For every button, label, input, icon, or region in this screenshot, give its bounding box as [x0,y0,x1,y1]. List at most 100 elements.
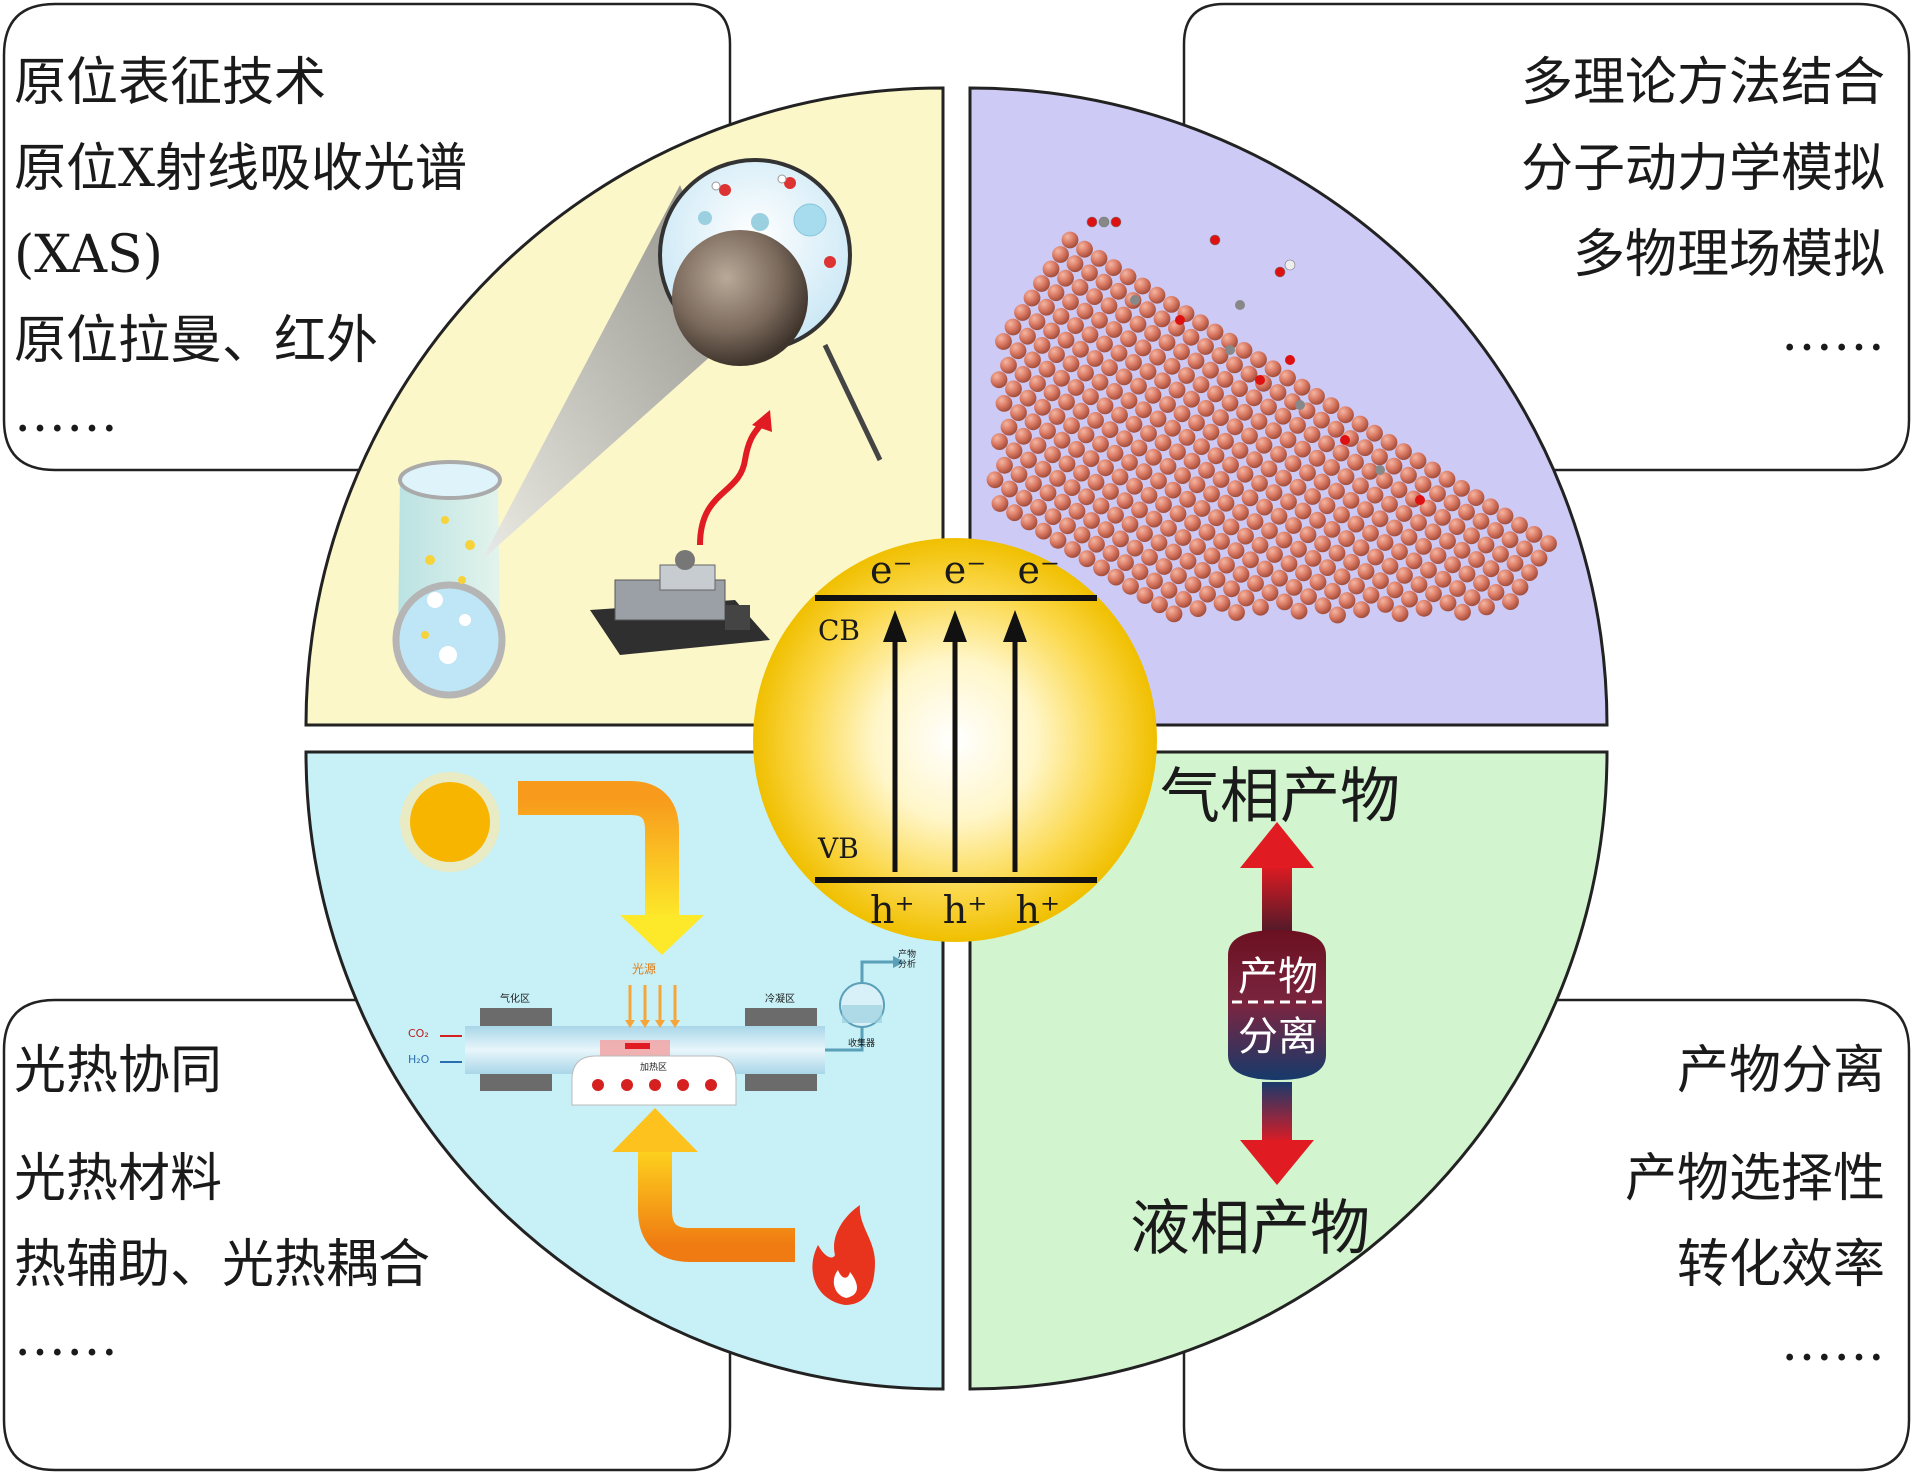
lattice-atom [1173,343,1190,361]
top-left-text: 原位表征技术 原位X射线吸收光谱 (XAS) 原位拉曼、红外 …… [14,40,467,444]
lattice-atom [1390,481,1408,499]
lattice-atom [1381,557,1399,575]
lattice-atom [1073,464,1090,482]
tube-reactor-icon [392,460,506,699]
lattice-atom [1362,586,1380,604]
lattice-atom [1115,368,1133,386]
lattice-atom [1449,580,1466,597]
lattice-atom [1386,581,1404,599]
lattice-atom [1212,409,1229,426]
lattice-atom [1367,548,1384,566]
lattice-atom [1227,480,1244,498]
lattice-atom [1134,277,1151,295]
lattice-atom [1006,504,1023,522]
lattice-atom [1048,346,1065,363]
bottom-right-item-3: …… [1781,1313,1885,1373]
lattice-atom [1072,402,1090,420]
lattice-atom [1158,334,1176,351]
band-gap-diagram [753,538,1157,942]
lattice-atom [1274,407,1292,425]
lattice-atom [1009,342,1027,360]
lattice-atom [1357,563,1375,580]
bottom-right-text: 产物分离 产物选择性 转化效率 …… [1625,1028,1885,1378]
lattice-atom [1170,567,1187,585]
lattice-atom [1208,509,1225,527]
gas-arrow-icon [1240,822,1314,935]
lattice-atom [1362,524,1379,542]
lattice-atom [1033,275,1050,292]
lattice-atom [1111,468,1129,486]
lattice-atom [1057,331,1075,349]
lattice-atom [1385,457,1403,475]
lattice-atom [1159,458,1177,475]
lattice-atom [1213,594,1231,612]
lattice-atom [1328,544,1346,562]
lattice-atom [1255,436,1273,454]
lattice-atom [1304,550,1322,567]
lattice-atom [1010,404,1027,421]
lattice-atom [1130,377,1147,395]
lattice-atom [1071,279,1089,296]
lattice-atom [1232,504,1249,521]
lattice-atom [1131,501,1148,519]
lattice-atom [1193,500,1211,517]
lattice-atom [1139,363,1157,380]
lattice-atom [1482,498,1499,516]
adsorbate-atom [1415,495,1425,505]
bottom-left-text: 光热协同 光热材料 热辅助、光热耦合 …… [14,1028,430,1368]
lattice-atom [1014,304,1031,321]
bottom-left-heading: 光热协同 [14,1041,223,1101]
lattice-atom [1492,545,1509,563]
lattice-atom [1053,369,1070,387]
lattice-atom [1048,408,1066,425]
h2o-label: H₂O [408,1053,430,1066]
lattice-atom [1252,598,1269,616]
lattice-atom [1076,302,1094,320]
lattice-atom [1212,471,1230,488]
lattice-atom [1425,585,1442,603]
lattice-atom [1477,536,1495,554]
lattice-atom [1280,493,1297,511]
top-left-item-4: …… [14,384,118,444]
co2-label: CO₂ [408,1027,429,1040]
lattice-atom [1092,497,1110,515]
lattice-atom [1313,411,1330,429]
lattice-atom [1276,593,1293,611]
lattice-atom [1250,351,1267,368]
lattice-atom [1438,470,1456,488]
lattice-atom [1102,545,1120,562]
top-right-text: 多理论方法结合 分子动力学模拟 多物理场模拟 …… [1521,40,1885,368]
vb-label: VB [818,832,859,865]
lattice-atom [1357,501,1374,518]
lattice-atom [1366,424,1383,442]
lattice-atom [1318,435,1335,453]
lattice-atom [1199,585,1216,603]
lattice-atom [1338,592,1356,609]
lattice-atom [1077,426,1095,444]
lattice-atom [1304,488,1321,505]
lattice-atom [1188,414,1205,432]
lattice-atom [1206,323,1224,341]
lattice-atom [1487,584,1505,601]
hole-label: h⁺ [1015,888,1060,932]
light-arrow-icon [518,781,704,955]
lattice-atom [1061,231,1079,249]
light-source-label: 光源 [632,962,657,976]
lattice-atom [1029,437,1047,454]
gas-molecule-atom [1086,216,1098,228]
lattice-atom [1096,397,1114,415]
lattice-atom [1043,384,1061,402]
lattice-atom [1241,489,1259,507]
gas-molecule-atom [1284,259,1296,271]
lattice-atom [1183,452,1201,470]
lattice-atom [1269,384,1287,401]
lattice-atom [1323,459,1340,476]
magnifier-icon [658,158,883,462]
lattice-atom [1458,565,1476,583]
red-curved-arrow-icon [697,410,772,546]
lattice-atom [996,456,1013,474]
adsorbate-atom [1375,465,1385,475]
lattice-atom [1145,448,1162,466]
separation-column-icon [1228,930,1326,1080]
